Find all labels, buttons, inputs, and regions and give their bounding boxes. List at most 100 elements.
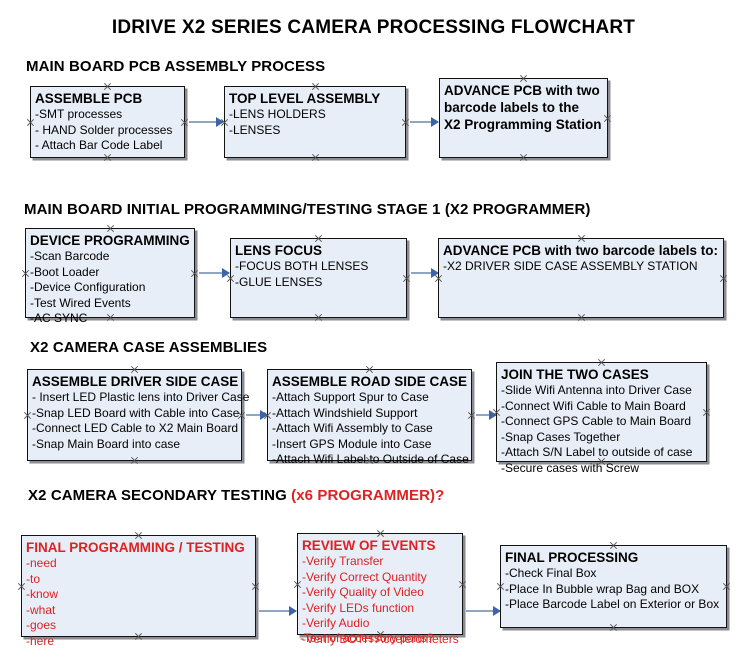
node-line: -LENS HOLDERS	[229, 107, 326, 121]
node-line: -know	[26, 587, 59, 602]
arrowhead-icon	[489, 410, 497, 420]
node-final-programming-testing[interactable]: FINAL PROGRAMMING / TESTING -need -to -k…	[21, 535, 256, 648]
node-title: ADVANCE PCB with two	[444, 83, 600, 98]
node-line: -Attach Windshield Support	[272, 405, 418, 420]
connection-handle-left[interactable]	[17, 582, 26, 591]
node-advance-pcb-driver-side-station[interactable]: ADVANCE PCB with two barcode labels to: …	[438, 238, 724, 318]
arrowhead-icon	[222, 268, 230, 278]
node-line: -GLUE LENSES	[235, 274, 323, 289]
node-line: -Connect Wifi Cable to Main Board	[501, 398, 686, 413]
node-line: -Verify BOTH Accelerometers	[302, 631, 459, 646]
node-title: LENS FOCUS	[235, 243, 323, 258]
arrowhead-icon	[431, 117, 439, 127]
node-line: -Attach Support Spur to Case	[272, 390, 429, 404]
node-line: - HAND Solder processes	[35, 122, 173, 137]
node-title: FINAL PROCESSING	[505, 550, 639, 565]
node-device-programming[interactable]: DEVICE PROGRAMMING -Scan Barcode -Boot L…	[25, 228, 195, 325]
node-line: -Test Wired Events	[30, 295, 131, 310]
node-line: -Boot Loader	[30, 264, 100, 279]
node-final-processing[interactable]: FINAL PROCESSING -Check Final Box -Place…	[500, 545, 727, 628]
connection-handle-left[interactable]	[293, 580, 302, 589]
section-heading-4-main: X2 CAMERA SECONDARY TESTING	[28, 487, 292, 504]
connector-roadside-to-join	[476, 410, 497, 420]
node-title: FINAL PROGRAMMING / TESTING	[26, 540, 245, 555]
node-overflow-line: -Test of accessory ports?	[300, 631, 434, 645]
node-line: -Attach Wifi Label to Outside of Case	[272, 452, 469, 467]
connector-line	[259, 610, 296, 612]
node-line: barcode labels to the	[444, 100, 580, 115]
arrowhead-icon	[289, 606, 297, 616]
node-line: -Snap Cases Together	[501, 429, 621, 444]
connection-handle-right[interactable]	[719, 274, 728, 283]
connector-line	[199, 272, 229, 274]
node-line: -here	[26, 633, 55, 648]
connector-line	[476, 414, 496, 416]
section-heading-1: MAIN BOARD PCB ASSEMBLY PROCESS	[26, 58, 326, 75]
section-heading-2: MAIN BOARD INITIAL PROGRAMMING/TESTING S…	[24, 201, 591, 218]
node-assemble-driver-side-case[interactable]: ASSEMBLE DRIVER SIDE CASE - Insert LED P…	[27, 369, 250, 461]
node-line: -Slide Wifi Antenna into Driver Case	[501, 383, 692, 397]
connection-handle-bottom[interactable]	[130, 456, 139, 465]
connector-line	[246, 414, 267, 416]
connector-line	[410, 121, 438, 123]
node-title: ASSEMBLE DRIVER SIDE CASE	[32, 374, 239, 389]
node-title: ASSEMBLE PCB	[35, 91, 143, 106]
connection-handle-bottom[interactable]	[314, 313, 323, 322]
node-line: -Place In Bubble wrap Bag and BOX	[505, 581, 700, 596]
node-line: -Connect LED Cable to X2 Main Board	[32, 421, 239, 436]
connection-handle-bottom[interactable]	[519, 153, 528, 162]
node-assemble-road-side-case[interactable]: ASSEMBLE ROAD SIDE CASE -Attach Support …	[267, 369, 472, 466]
connector-toplevel-to-advance	[410, 117, 439, 127]
connection-handle-bottom[interactable]	[577, 313, 586, 322]
node-line: -Device Configuration	[30, 280, 146, 295]
arrowhead-icon	[216, 117, 224, 127]
connector-pcb-to-toplevel	[189, 117, 224, 127]
connection-handle-left[interactable]	[26, 118, 35, 127]
connection-handle-bottom[interactable]	[609, 623, 618, 632]
node-line: -Verify LEDs function	[302, 600, 415, 615]
node-line: -Verify Transfer	[302, 554, 384, 568]
node-line: -LENSES	[229, 122, 281, 137]
node-line: -Attach S/N Label to outside of case	[501, 445, 693, 460]
connector-line	[189, 121, 223, 123]
node-lens-focus[interactable]: LENS FOCUS -FOCUS BOTH LENSES -GLUE LENS…	[230, 238, 407, 318]
connection-handle-left[interactable]	[23, 411, 32, 420]
node-line: -FOCUS BOTH LENSES	[235, 259, 369, 273]
node-line: -Check Final Box	[505, 566, 597, 580]
node-line: -SMT processes	[35, 107, 123, 121]
connector-review-to-finalprocessing	[466, 606, 501, 616]
node-line: -Verify Quality of Video	[302, 585, 424, 600]
node-line: - Insert LED Plastic lens into Driver Ca…	[32, 390, 250, 404]
connector-line	[466, 610, 500, 612]
node-line: -Place Barcode Label on Exterior or Box	[505, 597, 720, 612]
node-title: ASSEMBLE ROAD SIDE CASE	[272, 374, 468, 389]
node-advance-pcb-programming-station[interactable]: ADVANCE PCB with two barcode labels to t…	[439, 78, 608, 158]
connector-line	[411, 272, 438, 274]
connection-handle-left[interactable]	[496, 582, 505, 591]
node-title: DEVICE PROGRAMMING	[30, 233, 190, 248]
node-top-level-assembly[interactable]: TOP LEVEL ASSEMBLY -LENS HOLDERS -LENSES	[224, 86, 406, 158]
connector-lensfocus-to-advance2	[411, 268, 439, 278]
node-line: -goes	[26, 618, 57, 633]
node-line: -Verify Correct Quantity	[302, 569, 427, 584]
arrowhead-icon	[260, 410, 268, 420]
node-line: -what	[26, 602, 56, 617]
section-heading-4-accent: (x6 PROGRAMMER)?	[291, 487, 445, 504]
node-review-of-events[interactable]: REVIEW OF EVENTS -Verify Transfer -Verif…	[297, 533, 463, 646]
node-line: -Snap LED Board with Cable into Case	[32, 405, 240, 420]
node-line: -Connect GPS Cable to Main Board	[501, 414, 692, 429]
connection-handle-bottom[interactable]	[103, 153, 112, 162]
connector-driver-to-roadside	[246, 410, 268, 420]
section-heading-3: X2 CAMERA CASE ASSEMBLIES	[30, 339, 268, 356]
node-join-the-two-cases[interactable]: JOIN THE TWO CASES -Slide Wifi Antenna i…	[496, 362, 707, 475]
connection-handle-left[interactable]	[21, 269, 30, 278]
node-line: - Attach Bar Code Label	[35, 138, 163, 153]
node-title: TOP LEVEL ASSEMBLY	[229, 91, 381, 106]
node-line: X2 Programming Station	[444, 117, 602, 132]
connection-handle-bottom[interactable]	[311, 153, 320, 162]
node-line: -Snap Main Board into case	[32, 436, 181, 451]
node-line: -X2 DRIVER SIDE CASE ASSEMBLY STATION	[443, 259, 698, 273]
node-line: -Scan Barcode	[30, 249, 110, 263]
node-line: -Verify Audio	[302, 616, 370, 631]
node-assemble-pcb[interactable]: ASSEMBLE PCB -SMT processes - HAND Solde…	[30, 86, 185, 158]
